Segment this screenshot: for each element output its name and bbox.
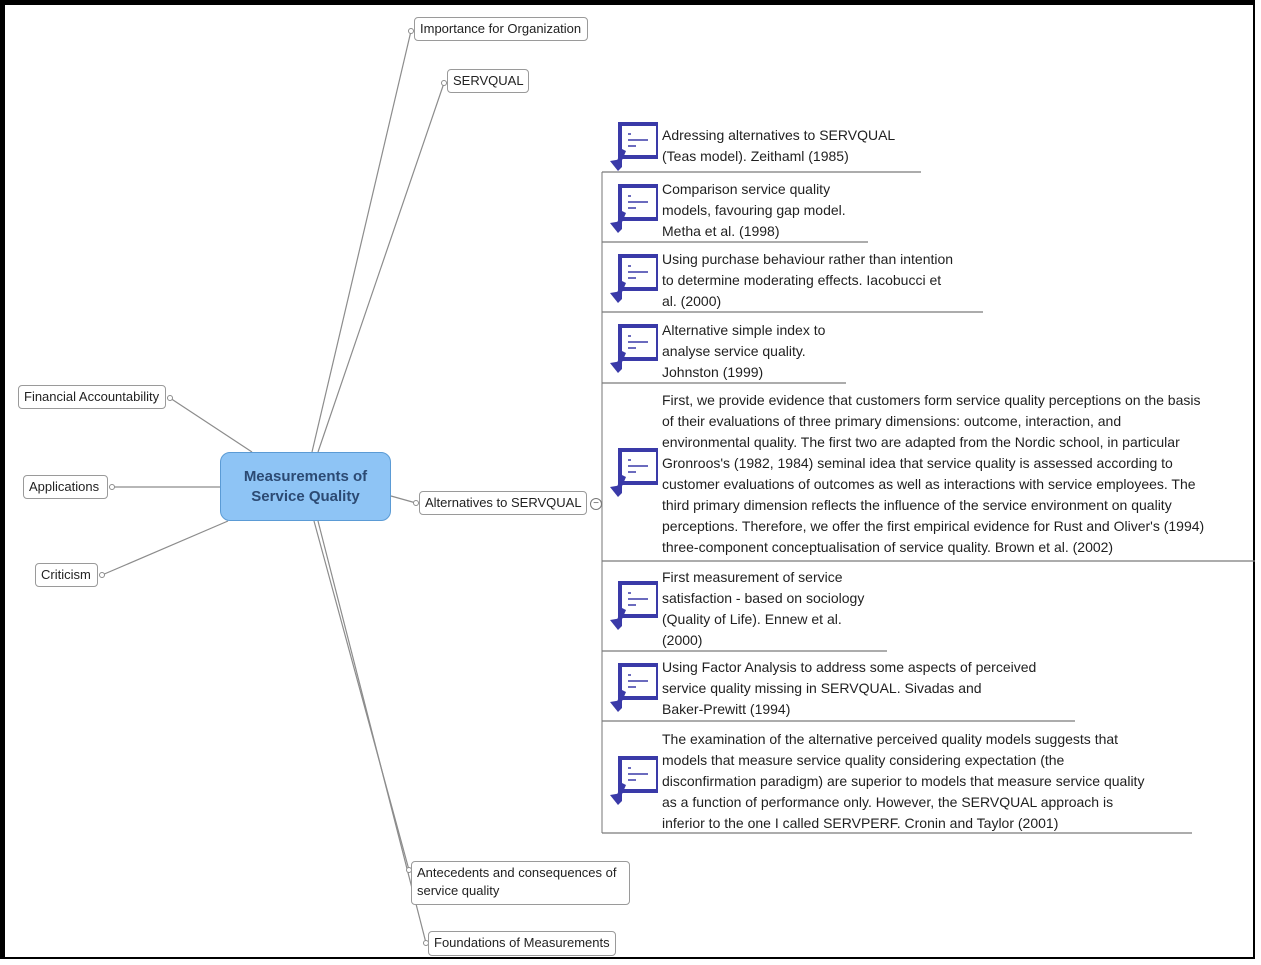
topic-foundations-of-measurements[interactable]: Foundations of Measurements (428, 931, 616, 956)
note-icon[interactable] (608, 447, 658, 497)
note-text: Alternative simple index to analyse serv… (662, 322, 826, 380)
topic-importance-for-organization[interactable]: Importance for Organization (414, 17, 588, 41)
connector-foundations (317, 520, 427, 944)
note-text: Comparison service quality models, favou… (662, 181, 846, 239)
note-text: Using purchase behaviour rather than int… (662, 251, 954, 309)
connector-importance (311, 30, 412, 453)
connector-alternatives (390, 495, 417, 504)
note-text: First, we provide evidence that customer… (662, 392, 1205, 555)
note-text: Using Factor Analysis to address some as… (662, 659, 1037, 717)
note-text: Adressing alternatives to SERVQUAL (Teas… (662, 127, 896, 164)
note-icon[interactable] (608, 580, 658, 630)
note-icon[interactable] (608, 121, 658, 171)
connector-financial (169, 397, 253, 453)
note-icon[interactable] (608, 183, 658, 233)
connector-servqual (317, 82, 445, 453)
topic-applications[interactable]: Applications (23, 475, 108, 499)
connector-antecedents (313, 520, 410, 871)
collapse-toggle[interactable]: − (590, 498, 602, 510)
central-topic[interactable]: Measurements of Service Quality (220, 452, 391, 521)
note-icon[interactable] (608, 755, 658, 805)
note-text: The examination of the alternative perce… (662, 731, 1145, 831)
note-text: First measurement of service satisfactio… (662, 569, 865, 648)
topic-alternatives-to-servqual[interactable]: Alternatives to SERVQUAL (419, 491, 587, 515)
topic-financial-accountability[interactable]: Financial Accountability (18, 385, 166, 409)
topic-criticism[interactable]: Criticism (35, 563, 98, 587)
connector-criticism (101, 520, 229, 576)
note-icon[interactable] (608, 323, 658, 373)
topic-antecedents-and-consequences[interactable]: Antecedents and consequences of service … (411, 861, 630, 905)
topic-servqual[interactable]: SERVQUAL (447, 69, 529, 93)
note-icon[interactable] (608, 253, 658, 303)
note-icon[interactable] (608, 662, 658, 712)
